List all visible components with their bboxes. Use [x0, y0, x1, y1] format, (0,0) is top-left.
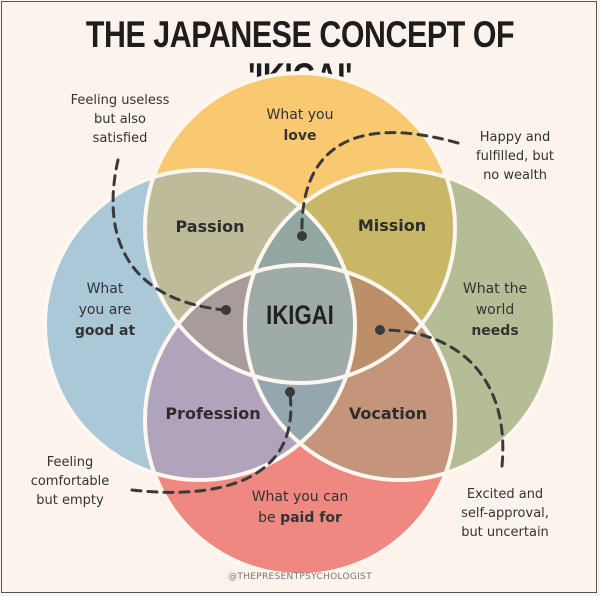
label-love: What you love	[266, 107, 334, 144]
note-bottom-left: Feeling comfortable but empty	[30, 455, 110, 508]
note-top-left: Feeling useless but also satisfied	[70, 93, 170, 146]
region-label-ikigai: IKIGAI	[266, 300, 334, 330]
note-bottom-right: Excited and self-approval, but uncertain	[461, 487, 549, 540]
pointer-dot-bottom-right	[375, 325, 385, 335]
region-left-right-bottom	[245, 265, 355, 480]
region-label-passion: Passion	[175, 217, 245, 236]
region-top-left-bottom	[145, 265, 355, 383]
pointer-dot-bottom-left	[285, 387, 295, 397]
pointer-bottom-left	[130, 392, 293, 494]
region-label-profession: Profession	[165, 404, 261, 423]
region-top-left-right	[245, 170, 355, 383]
region-label-mission: Mission	[357, 216, 427, 235]
pointer-bottom-right	[380, 328, 505, 468]
region-top-right-bottom	[245, 265, 455, 383]
label-paid: What you can be paid for	[251, 489, 349, 526]
label-needs: What the world needs	[462, 281, 528, 339]
label-good-at: What you are good at	[74, 281, 136, 339]
pointer-top-right	[300, 131, 460, 236]
region-label-vocation: Vocation	[348, 404, 428, 423]
pointer-dot-top-left	[221, 305, 231, 315]
pointer-dot-top-right	[297, 231, 307, 241]
note-top-right: Happy and fulfilled, but no wealth	[476, 130, 554, 183]
pointer-top-left	[111, 158, 226, 312]
credit-handle: @THEPRESENTPSYCHOLOGIST	[228, 572, 372, 582]
